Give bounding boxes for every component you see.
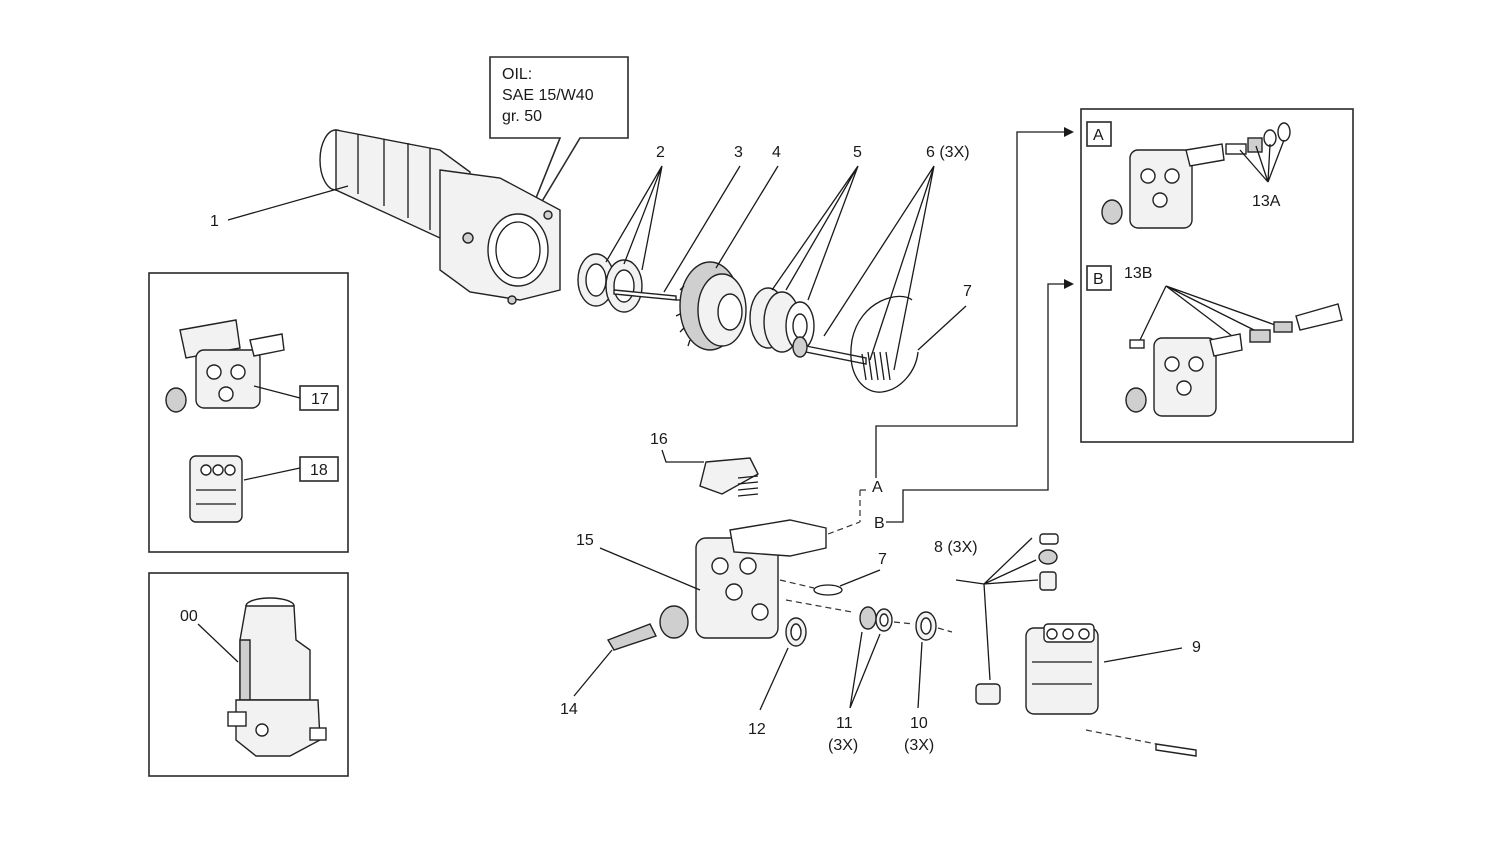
callout-8: 8 (3X) [934, 539, 978, 556]
callout-15: 15 [576, 532, 594, 549]
callout-7b: 7 [878, 551, 887, 568]
snap-ring-part-7 [850, 295, 919, 393]
route-b-label: B [874, 515, 885, 532]
detail-a-label: A [1093, 127, 1104, 144]
oil-note-line1: OIL: [502, 66, 532, 83]
box-18-label: 18 [310, 462, 328, 479]
motor-housing-part-1 [319, 129, 561, 305]
piston-plates-part-5 [749, 287, 815, 353]
valve-icon [975, 533, 1059, 705]
manifold-part-9 [1025, 623, 1197, 757]
o-ring-part-7 [813, 584, 843, 596]
callout-4: 4 [772, 144, 781, 161]
oil-note-line3: gr. 50 [502, 108, 542, 125]
seal-part-11 [859, 606, 893, 632]
callout-13b: 13B [1124, 265, 1152, 282]
callout-13a: 13A [1252, 193, 1281, 210]
complete-unit-panel-00: 00 [148, 572, 349, 777]
callout-5: 5 [853, 144, 862, 161]
pump-head-icon [659, 519, 827, 639]
pump-head-icon [1101, 143, 1225, 229]
manifold-icon [189, 455, 243, 523]
valve-icon [1129, 303, 1343, 349]
spring-icon [792, 336, 891, 381]
callout-9: 9 [1192, 639, 1201, 656]
seal-part-10 [915, 611, 937, 641]
callout-10: 10 [910, 715, 928, 732]
detail-b-label: B [1093, 271, 1104, 288]
callout-11: 11 [836, 715, 853, 732]
box-17-label: 17 [311, 391, 329, 408]
callout-3: 3 [734, 144, 743, 161]
unloader-part-16 [699, 457, 759, 497]
routing-lines: A B [859, 127, 1074, 532]
route-a-label: A [872, 479, 883, 496]
oil-note: OIL: SAE 15/W40 gr. 50 [489, 56, 629, 239]
gear-icon [675, 261, 747, 351]
callout-00: 00 [180, 608, 198, 625]
callout-2: 2 [656, 144, 665, 161]
pump-head-icon [165, 319, 285, 413]
callout-7a: 7 [963, 283, 972, 300]
nozzle-part-14 [606, 623, 657, 651]
seal-part-12 [785, 617, 807, 647]
bearings-part-2 [577, 253, 643, 313]
callout-11-qty: (3X) [828, 737, 858, 754]
callout-1: 1 [210, 213, 219, 230]
callout-16: 16 [650, 431, 668, 448]
detail-panel-a-b: A 13A B 13B [1080, 108, 1354, 443]
callout-6: 6 (3X) [926, 144, 970, 161]
callout-14: 14 [560, 701, 578, 718]
variant-panel-17-18: 17 18 [148, 272, 349, 553]
callout-10-qty: (3X) [904, 737, 934, 754]
oil-note-line2: SAE 15/W40 [502, 87, 594, 104]
callout-12: 12 [748, 721, 766, 738]
motor-icon [227, 597, 327, 757]
pump-head-icon [1125, 333, 1243, 417]
